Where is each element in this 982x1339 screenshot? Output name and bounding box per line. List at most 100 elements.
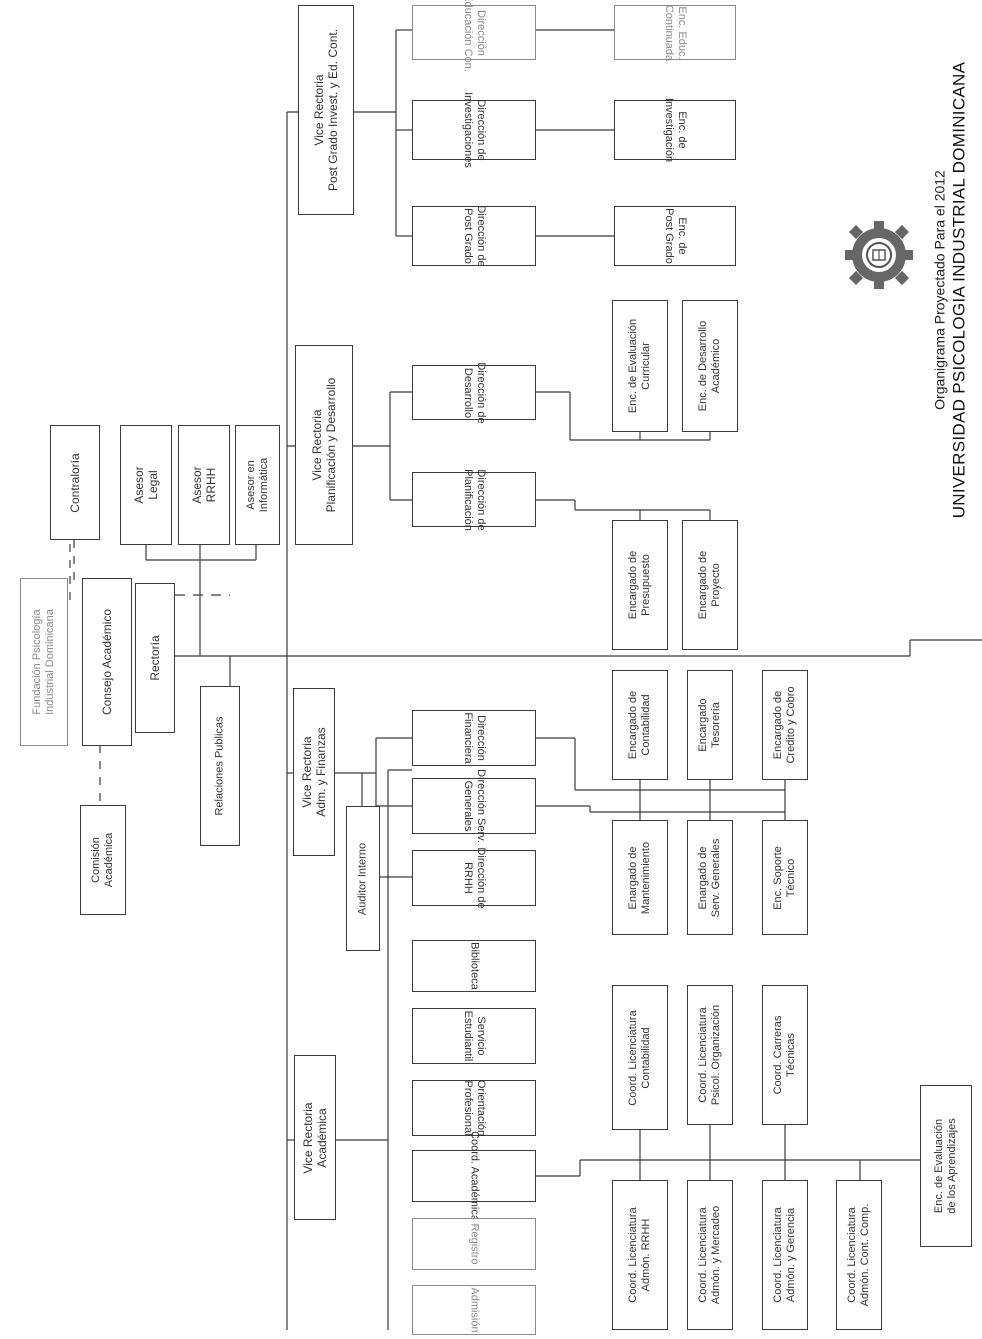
unit-dir-rrhh-label: Dirección de RRHH: [462, 847, 487, 909]
chart-subtitle: Organigrama Proyectado Para el 2012: [931, 170, 948, 410]
unit-coord-merc-label: Coord. Licenciatura Admón. y Mercadeo: [697, 1205, 722, 1305]
chart-title-block: Organigrama Proyectado Para el 2012 UNIV…: [925, 62, 975, 519]
unit-relaciones-label: Relaciones Publicas: [213, 716, 226, 816]
unit-enc-des-acad-label: Enc. de Desarrollo Académico: [697, 320, 722, 412]
unit-coord-comp-label: Coord. Licenciatura Admón. Cont. Comp.: [846, 1203, 871, 1307]
unit-enc-tesoreria: Encargado Tesorería: [687, 670, 733, 780]
unit-enc-soporte: Enc. Soporte Técnico: [762, 820, 808, 935]
chart-title: UNIVERSIDAD PSICOLOGIA INDUSTRIAL DOMINI…: [949, 61, 969, 519]
unit-asesor-legal-label: Asesor Legal: [132, 466, 160, 504]
unit-enc-educon-label: Enc. Educ. Continuada: [663, 4, 688, 61]
unit-asesor-rrhh-label: Asesor RRHH: [190, 466, 218, 504]
unit-enc-contab-label: Encargado de Contabilidad: [627, 690, 652, 760]
unit-relaciones: Relaciones Publicas: [200, 686, 240, 846]
unit-coord-ger: Coord. Licenciatura Admón. y Gerencia: [762, 1180, 808, 1330]
unit-dir-invest-label: Dirección de Investigaciones: [462, 92, 487, 168]
unit-orientacion-label: Orientación Profesional: [462, 1079, 487, 1137]
unit-enc-eval-curr: Enc. de Evaluación Curricular: [612, 300, 668, 432]
unit-enc-presupuesto-label: Encargado de Presupuesto: [627, 550, 652, 620]
unit-enc-eval-curr-label: Enc. de Evaluación Curricular: [627, 318, 652, 414]
unit-dir-educon: Dirección Educación Con.: [412, 0, 536, 71]
unit-dir-postgrado-label: Dirección de Post Grado: [462, 205, 487, 267]
unit-dir-invest: Dirección de Investigaciones: [412, 92, 536, 168]
unit-vr-acad: Vice Rectoria Académica: [294, 1055, 336, 1220]
unit-contraloria-label: Contraloría: [68, 452, 82, 513]
unit-coord-carreras: Coord. Carreras Técnicas: [762, 985, 808, 1125]
unit-comision-label: Comisión Académica: [90, 832, 115, 888]
unit-biblioteca-label: Biblioteca: [468, 942, 481, 990]
unit-enc-contab: Encargado de Contabilidad: [612, 670, 668, 780]
unit-enc-postgrado-label: Enc. de Post Grado: [663, 208, 688, 264]
unit-asesor-info-label: Asesor en Informática: [244, 457, 270, 513]
unit-vr-postgrado: Vice Rectoria Post Grado Invest. y Ed. C…: [298, 5, 354, 215]
unit-dir-planif-label: Dirección de Planificación: [462, 468, 487, 531]
unit-dir-desarrollo-label: Dirección de Desarrollo: [462, 361, 487, 424]
unit-enc-credito: Encargado de Credito y Cobro: [762, 670, 808, 780]
unit-asesor-legal: Asesor Legal: [120, 425, 172, 545]
unit-coord-carreras-label: Coord. Carreras Técnicas: [772, 1015, 797, 1095]
unit-comision: Comisión Académica: [80, 805, 126, 915]
unit-vr-adm-label: Vice Rectoria Adm. y Finanzas: [300, 727, 328, 817]
unit-enc-educon: Enc. Educ. Continuada: [614, 4, 736, 61]
unit-auditor-label: Auditor Interno: [356, 842, 369, 915]
unit-dir-postgrado: Dirección de Post Grado: [412, 205, 536, 267]
university-seal-icon: [842, 218, 916, 292]
unit-enc-mant-label: Enargado de Mantenimiento: [627, 841, 652, 914]
unit-enc-invest-label: Enc. de Investigación: [663, 97, 688, 163]
unit-enc-soporte-label: Enc. Soporte Técnico: [772, 845, 797, 910]
unit-registro: Registro: [412, 1218, 536, 1270]
unit-contraloria: Contraloría: [50, 425, 100, 540]
unit-enc-mant: Enargado de Mantenimiento: [612, 820, 668, 935]
unit-enc-invest: Enc. de Investigación: [614, 97, 736, 163]
unit-coord-rrhh: Coord. Licenciatura Admón. RRHH: [612, 1180, 668, 1330]
unit-enc-eval-aprend-label: Enc. de Evaluación de los Aprendizajes: [933, 1118, 958, 1214]
unit-enc-proyecto: Encargado de Proyecto: [682, 520, 738, 650]
unit-coord-contab: Coord. Licenciatura Contabilidad: [612, 985, 668, 1130]
unit-dir-planif: Dirección de Planificación: [412, 469, 536, 530]
unit-enc-proyecto-label: Encargado de Proyecto: [697, 550, 722, 620]
unit-rectoria: Rectoría: [135, 583, 175, 733]
unit-dir-rrhh: Dirección de RRHH: [412, 847, 536, 909]
unit-biblioteca-main: Biblioteca: [412, 940, 536, 992]
unit-coord-psicol: Coord. Licenciatura Psicol. Organización: [687, 985, 733, 1125]
unit-coord-contab-label: Coord. Licenciatura Contabilidad: [627, 1009, 652, 1106]
unit-vr-planif-label: Vice Rectoria Planificación y Desarrollo: [310, 377, 338, 513]
unit-vr-acad-label: Vice Rectoria Académica: [301, 1101, 329, 1174]
unit-enc-presupuesto: Encargado de Presupuesto: [612, 520, 668, 650]
unit-dir-financiera: Dirección Financiera: [412, 710, 536, 766]
unit-asesor-rrhh: Asesor RRHH: [178, 425, 230, 545]
unit-admision-label: Admisión: [468, 1287, 481, 1333]
unit-enc-postgrado: Enc. de Post Grado: [614, 206, 736, 266]
unit-rectoria-label: Rectoría: [148, 635, 162, 681]
unit-fundacion: Fundación Psicología Industrial Dominica…: [20, 578, 68, 746]
unit-enc-tesoreria-label: Encargado Tesorería: [697, 698, 722, 752]
unit-auditor: Auditor Interno: [346, 806, 380, 951]
unit-fundacion-label: Fundación Psicología Industrial Dominica…: [31, 609, 56, 715]
unit-serv-estud: Servicio Estudiantil: [412, 1008, 536, 1064]
unit-dir-desarrollo: Dirección de Desarrollo: [412, 361, 536, 424]
unit-asesor-info: Asesor en Informática: [235, 425, 280, 545]
unit-vr-postgrado-label: Vice Rectoria Post Grado Invest. y Ed. C…: [312, 28, 340, 192]
unit-enc-credito-label: Encargado de Credito y Cobro: [772, 686, 797, 764]
unit-coord-psicol-label: Coord. Licenciatura Psicol. Organización: [697, 1004, 722, 1106]
unit-orientacion: Orientación Profesional: [412, 1080, 536, 1136]
unit-dir-educon-label: Dirección Educación Con.: [462, 0, 487, 72]
unit-coord-acad: Coord. Académica: [412, 1131, 536, 1221]
unit-enc-serv-label: Enargado de Serv. Generales: [697, 838, 722, 917]
unit-serv-estud-label: Servicio Estudiantil: [462, 1010, 487, 1062]
unit-consejo-label: Consejo Académico: [100, 608, 114, 716]
unit-dir-serv: Dirección Serv. Generales: [412, 769, 536, 843]
unit-enc-serv: Enargado de Serv. Generales: [687, 820, 733, 935]
unit-enc-eval-aprend: Enc. de Evaluación de los Aprendizajes: [920, 1085, 972, 1247]
unit-consejo: Consejo Académico: [82, 578, 132, 746]
unit-coord-acad-label: Coord. Académica: [468, 1131, 481, 1221]
unit-enc-des-acad: Enc. de Desarrollo Académico: [682, 300, 738, 432]
unit-admision: Admisión: [412, 1285, 536, 1335]
unit-vr-planif: Vice Rectoria Planificación y Desarrollo: [295, 345, 353, 545]
unit-registro-label: Registro: [468, 1223, 481, 1265]
unit-vr-adm: Vice Rectoria Adm. y Finanzas: [293, 688, 335, 856]
unit-coord-comp: Coord. Licenciatura Admón. Cont. Comp.: [836, 1180, 882, 1330]
unit-coord-ger-label: Coord. Licenciatura Admón. y Gerencia: [772, 1207, 797, 1303]
